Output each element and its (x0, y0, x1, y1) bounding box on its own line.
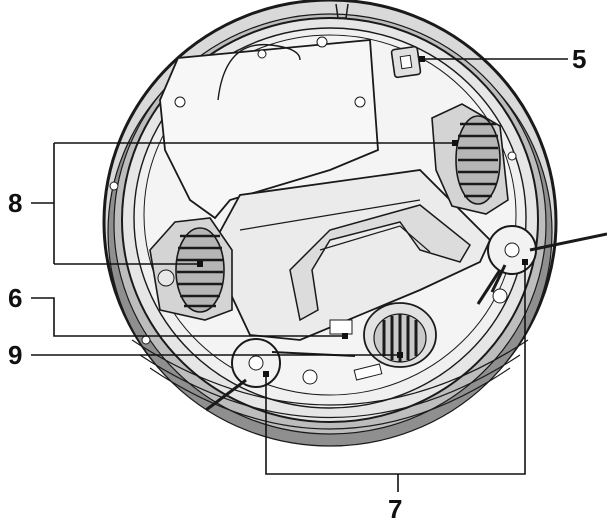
leader-lines (31, 56, 568, 492)
battery-cover (159, 36, 379, 220)
callout-7: 7 (388, 494, 403, 524)
callout-5: 5 (572, 44, 587, 74)
floor-sensor (390, 45, 422, 79)
dust-bin (208, 169, 492, 341)
callout-8: 8 (8, 188, 23, 218)
callout-9: 9 (8, 340, 23, 370)
left-wheel (149, 217, 233, 321)
callout-6: 6 (8, 283, 23, 313)
right-wheel (431, 103, 509, 215)
main-brush (363, 302, 437, 368)
